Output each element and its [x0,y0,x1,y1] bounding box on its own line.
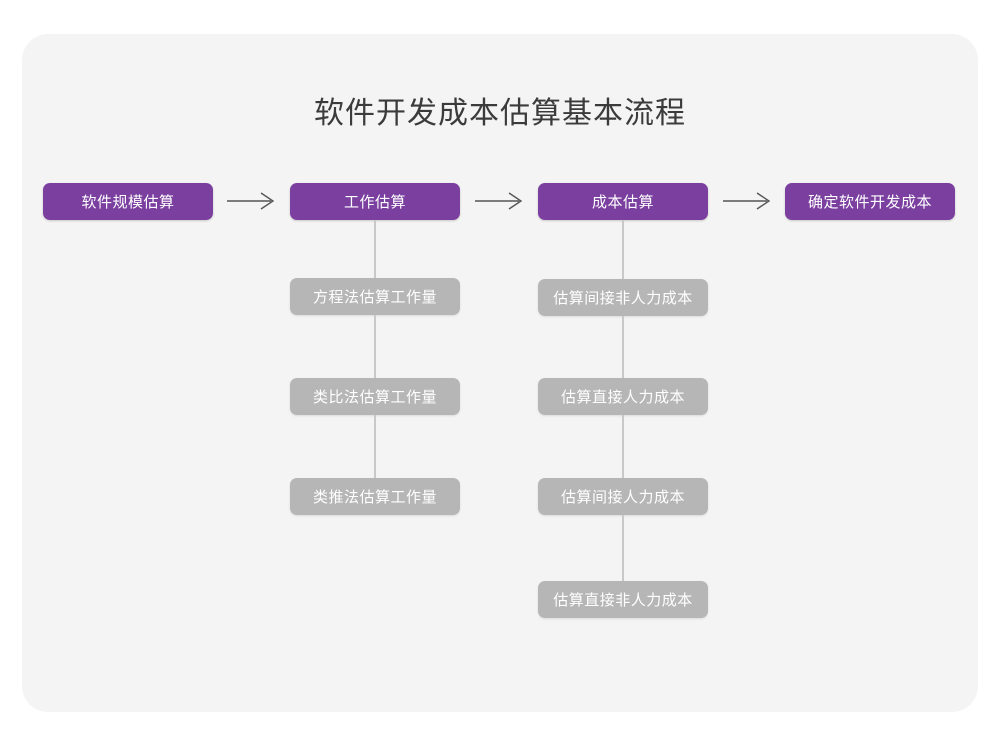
diagram-card [22,34,978,712]
connector-sub3-3-to-sub3-4 [622,515,624,581]
connector-sub3-2-to-sub3-3 [622,415,624,478]
arrow-step3-to-step4 [721,189,777,213]
flow-node-step4[interactable]: 确定软件开发成本 [785,183,955,220]
branch-node-sub3-1[interactable]: 估算间接非人力成本 [538,279,708,316]
page-title: 软件开发成本估算基本流程 [314,97,686,130]
connector-sub3-1-to-sub3-2 [622,316,624,378]
branch-node-sub2-3[interactable]: 类推法估算工作量 [290,478,460,515]
flow-node-step3[interactable]: 成本估算 [538,183,708,220]
arrow-step1-to-step2 [225,189,281,213]
connector-sub2-2-to-sub2-3 [374,415,376,478]
branch-node-sub3-3[interactable]: 估算间接人力成本 [538,478,708,515]
connector-step3-to-sub3-1 [622,220,624,279]
flow-node-step1[interactable]: 软件规模估算 [43,183,213,220]
branch-node-sub3-4[interactable]: 估算直接非人力成本 [538,581,708,618]
flow-node-step2[interactable]: 工作估算 [290,183,460,220]
connector-step2-to-sub2-1 [374,220,376,278]
connector-sub2-1-to-sub2-2 [374,315,376,378]
branch-node-sub2-2[interactable]: 类比法估算工作量 [290,378,460,415]
arrow-step2-to-step3 [473,189,529,213]
branch-node-sub2-1[interactable]: 方程法估算工作量 [290,278,460,315]
branch-node-sub3-2[interactable]: 估算直接人力成本 [538,378,708,415]
